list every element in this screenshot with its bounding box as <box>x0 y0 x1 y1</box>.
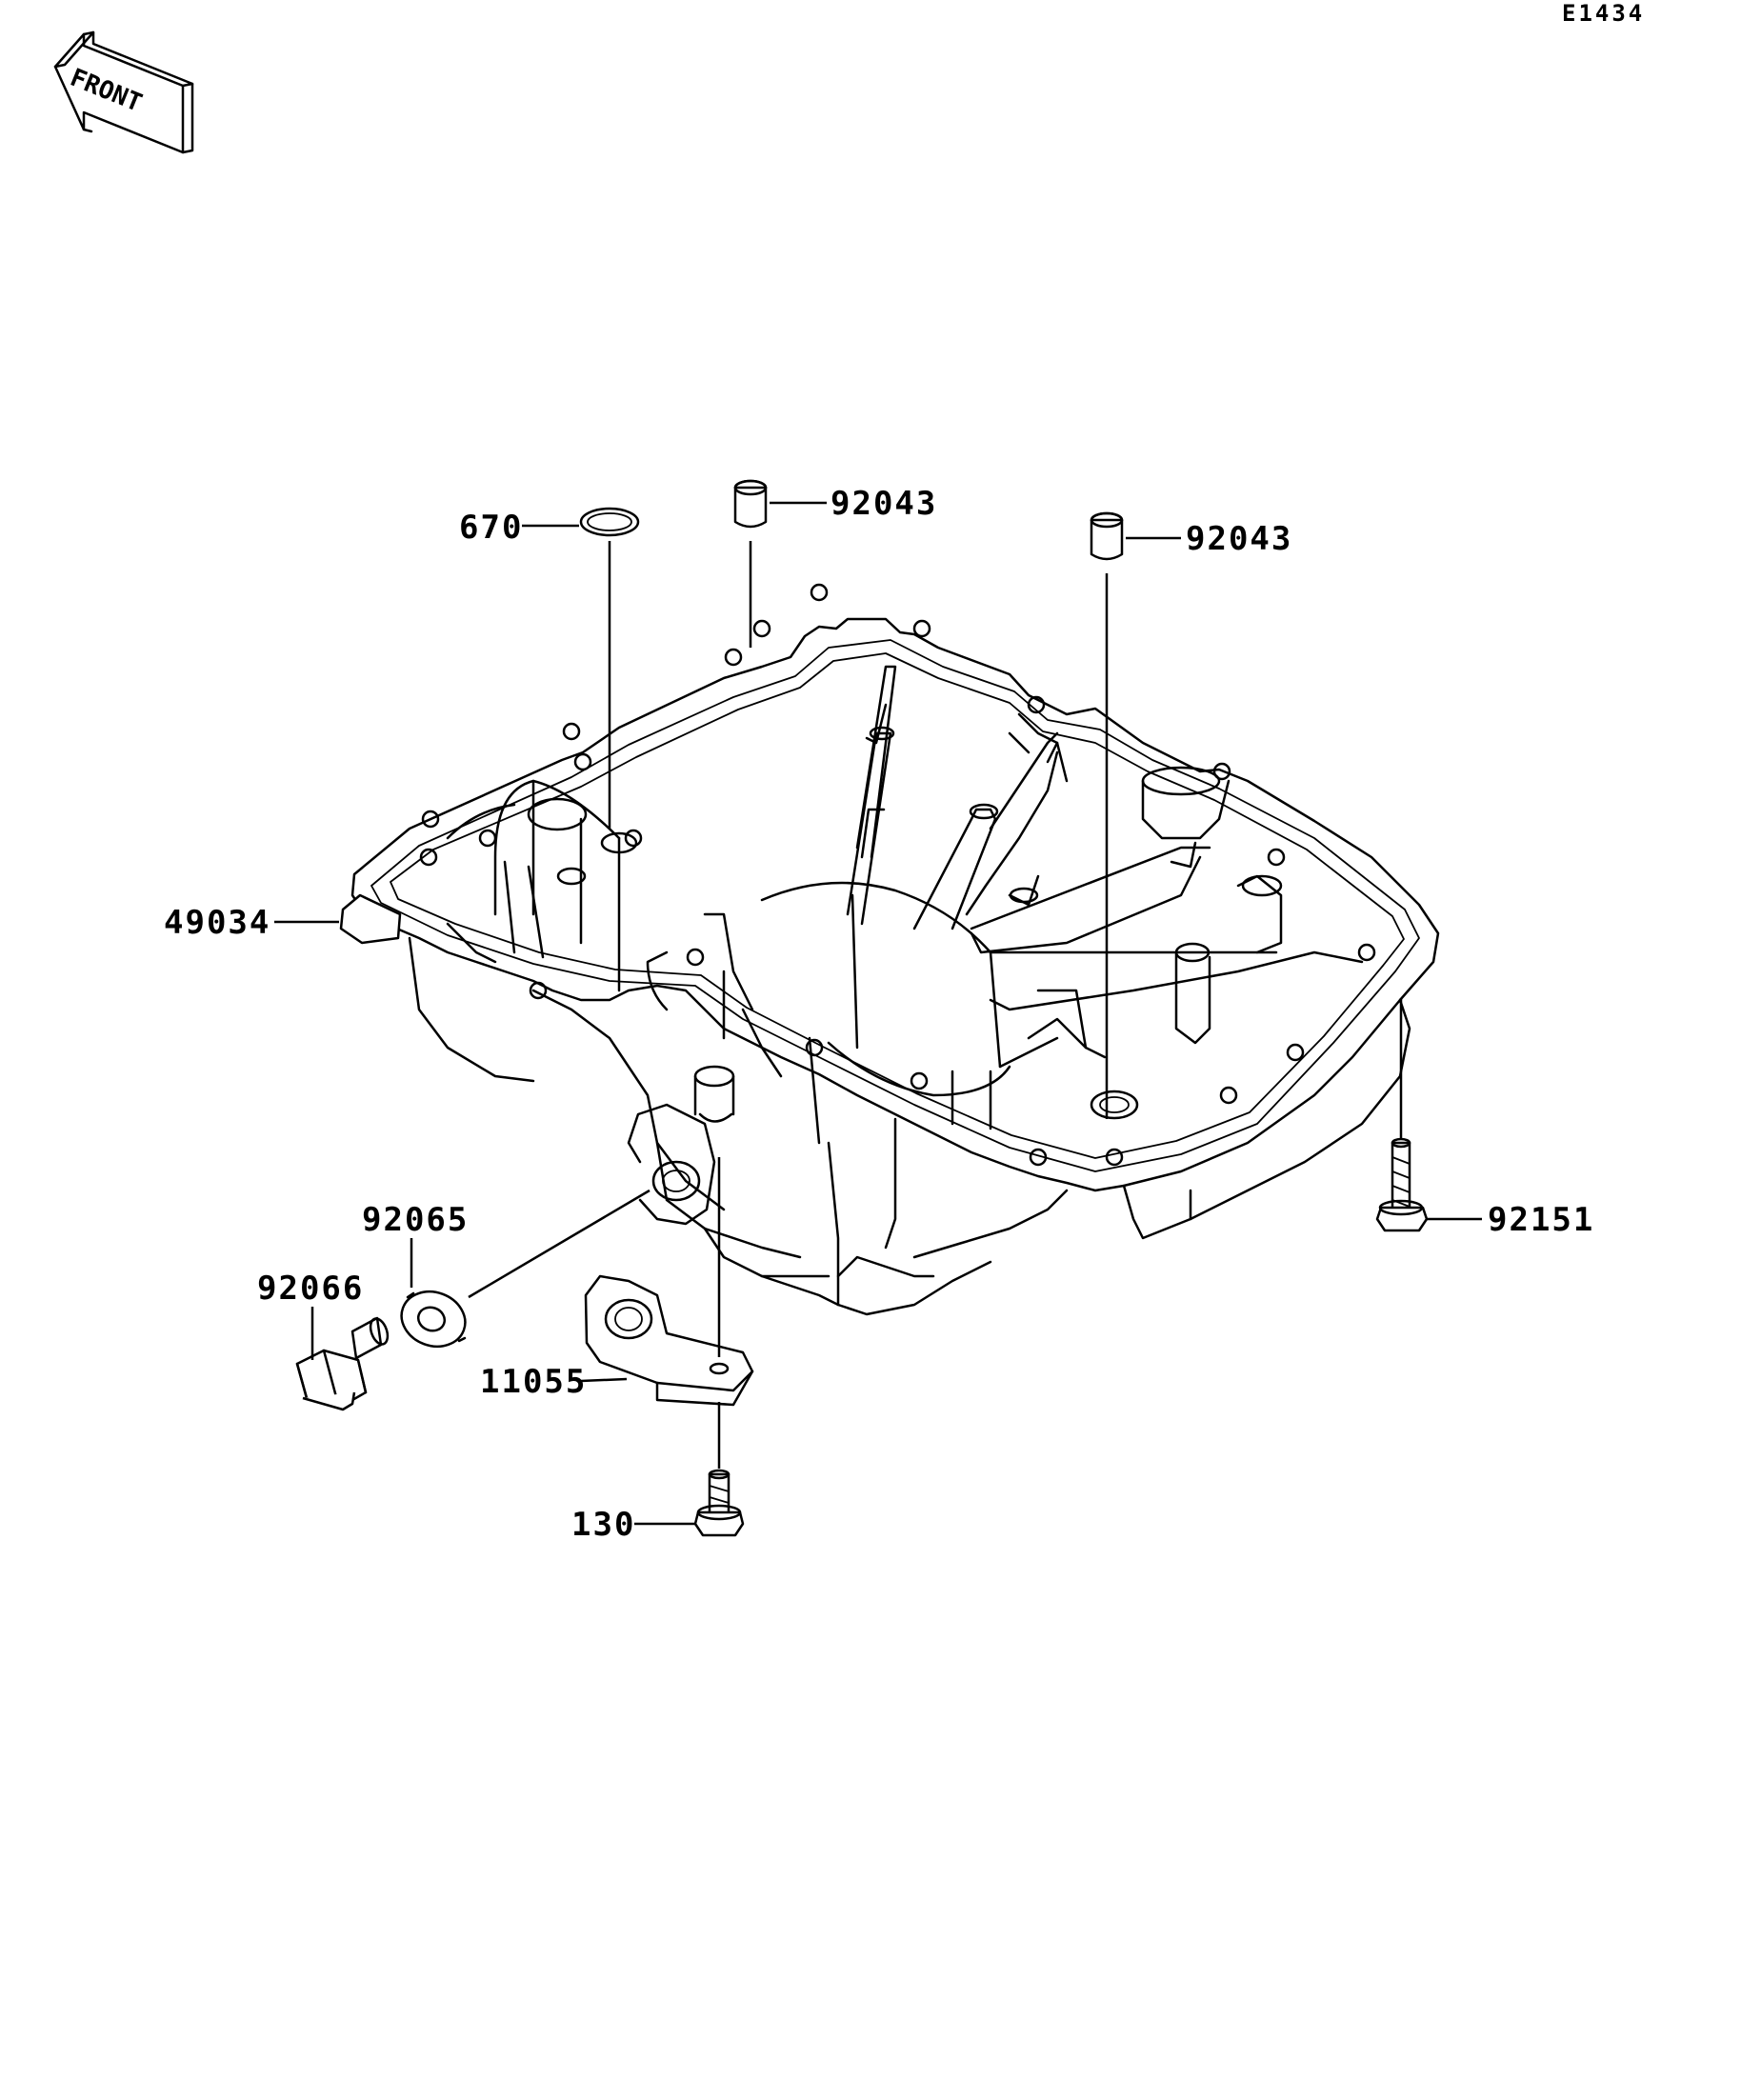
label-oil-pan: 49034 <box>164 904 270 942</box>
o-ring-icon <box>579 507 640 537</box>
drain-plug-icon <box>295 1316 390 1411</box>
pan-bolt-icon <box>1375 1137 1429 1232</box>
leader-bracket <box>580 1377 628 1383</box>
knock-pin-left-icon <box>733 479 768 529</box>
front-label: FRONT <box>66 64 146 118</box>
label-o-ring: 670 <box>459 509 523 547</box>
knock-pin-right-icon <box>1090 511 1124 561</box>
washer-icon <box>400 1290 467 1349</box>
bracket-icon <box>584 1274 754 1407</box>
label-knock-pin-left: 92043 <box>830 485 937 523</box>
label-washer: 92065 <box>362 1201 469 1239</box>
label-pan-bolt: 92151 <box>1488 1201 1594 1239</box>
label-bracket-bolt: 130 <box>571 1506 635 1544</box>
flange-bolt-holes <box>419 583 1376 1167</box>
leader-washer-to-pan <box>468 1189 650 1299</box>
label-drain-plug: 92066 <box>257 1270 364 1308</box>
label-bracket: 11055 <box>480 1363 587 1401</box>
front-direction-arrow: FRONT <box>53 30 194 154</box>
bracket-bolt-icon <box>693 1469 745 1537</box>
label-knock-pin-right: 92043 <box>1186 520 1292 558</box>
oil-pan-icon <box>339 583 1440 1316</box>
reference-code: E1434 <box>1562 0 1645 27</box>
